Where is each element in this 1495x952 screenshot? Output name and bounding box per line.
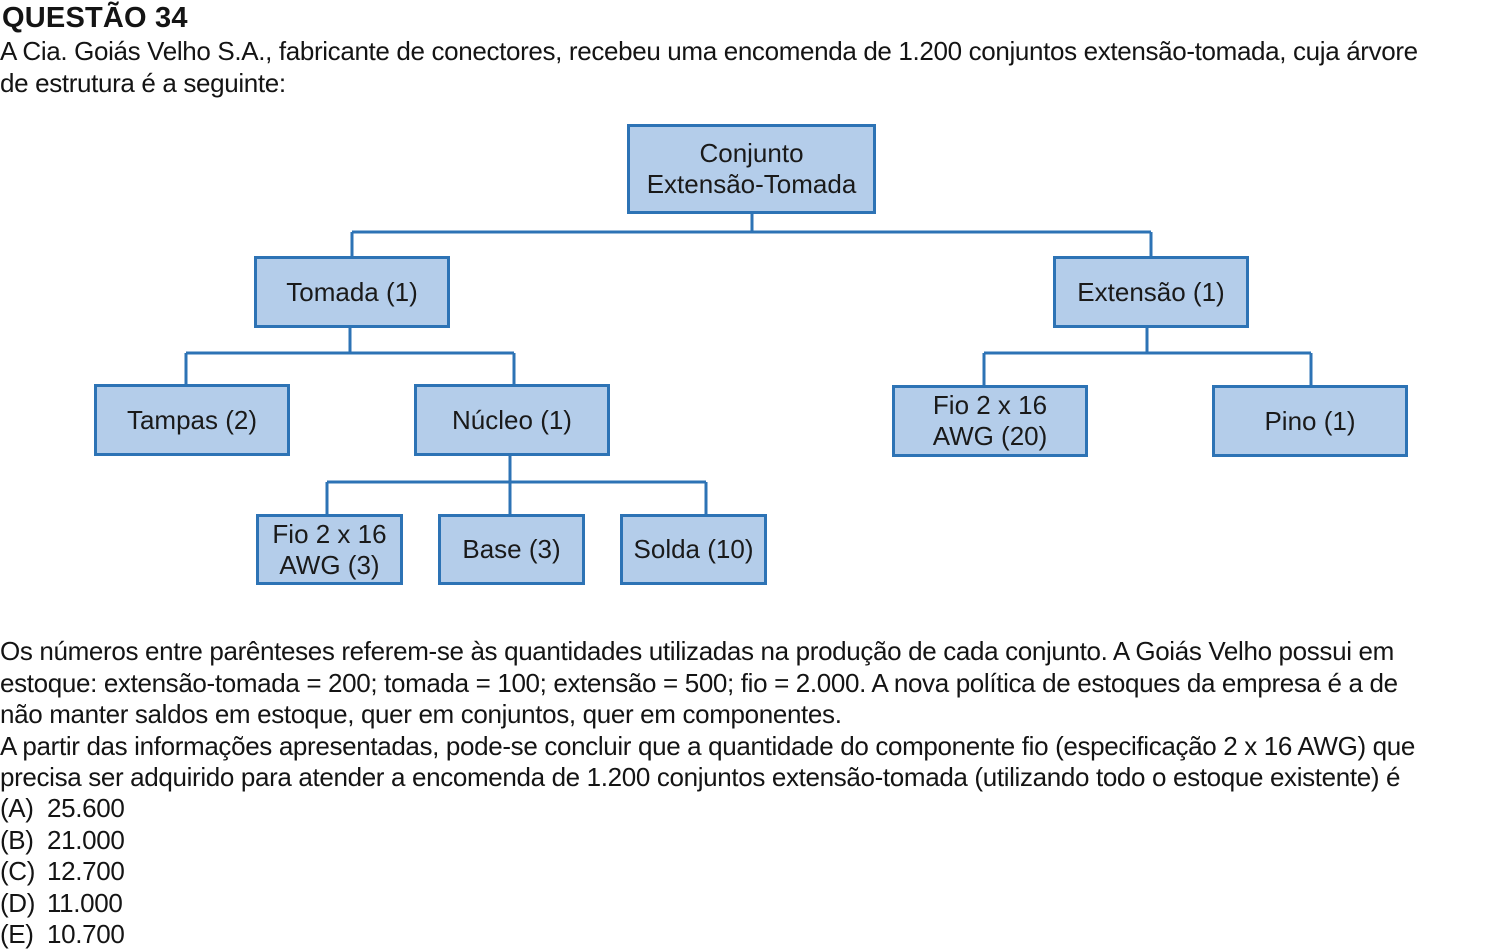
question-body: Os números entre parênteses referem-se à… [0, 636, 1495, 794]
option-value: 25.600 [47, 793, 125, 823]
intro-line: A Cia. Goiás Velho S.A., fabricante de c… [0, 36, 1418, 66]
option-value: 12.700 [47, 856, 125, 886]
node-label: Extensão (1) [1077, 276, 1225, 307]
node-label: Tampas (2) [126, 404, 258, 435]
node-extensao: Extensão (1) [1053, 256, 1249, 328]
node-label: AWG (3) [279, 549, 380, 580]
question-title: QUESTÃO 34 [2, 2, 188, 34]
option-letter: (E) [0, 919, 34, 949]
node-fio-nucleo: Fio 2 x 16 AWG (3) [256, 514, 403, 585]
body-line: estoque: extensão-tomada = 200; tomada =… [0, 667, 1398, 698]
body-line: não manter saldos em estoque, quer em co… [0, 699, 842, 729]
node-label: Solda (10) [633, 534, 754, 564]
option-letter: (C) [0, 856, 36, 886]
node-base: Base (3) [438, 514, 585, 585]
option-a[interactable]: (A) 25.600 [0, 793, 125, 825]
option-b[interactable]: (B) 21.000 [0, 824, 125, 857]
node-label: Tomada (1) [286, 276, 418, 307]
node-solda: Solda (10) [620, 514, 767, 585]
node-label: Fio 2 x 16 [932, 390, 1048, 420]
node-label: Núcleo (1) [452, 404, 572, 435]
node-label: AWG (20) [932, 421, 1048, 451]
node-label: Pino (1) [1264, 405, 1356, 436]
option-letter: (D) [0, 887, 36, 918]
question-intro: A Cia. Goiás Velho S.A., fabricante de c… [0, 36, 1495, 99]
option-letter: (A) [0, 793, 34, 823]
node-tomada: Tomada (1) [254, 256, 450, 328]
option-value: 21.000 [47, 824, 125, 855]
node-label: Conjunto [699, 138, 804, 168]
node-label: Base (3) [462, 534, 561, 564]
answer-options: (A) 25.600 (B) 21.000 (C) 12.700 (D) 11.… [0, 793, 125, 951]
body-line: precisa ser adquirido para atender a enc… [0, 762, 1401, 792]
node-tampas: Tampas (2) [94, 384, 290, 456]
option-value: 10.700 [47, 919, 125, 949]
option-d[interactable]: (D) 11.000 [0, 888, 124, 920]
option-letter: (B) [0, 824, 34, 855]
node-nucleo: Núcleo (1) [414, 384, 610, 456]
option-c[interactable]: (C) 12.700 [0, 856, 125, 888]
node-fio-extensao: Fio 2 x 16 AWG (20) [892, 385, 1088, 457]
node-label: Extensão-Tomada [646, 169, 857, 199]
intro-line: de estrutura é a seguinte: [0, 67, 286, 98]
node-label: Fio 2 x 16 [272, 518, 387, 549]
option-e[interactable]: (E) 10.700 [0, 919, 125, 951]
body-line: A partir das informações apresentadas, p… [0, 730, 1416, 761]
option-value: 11.000 [47, 887, 123, 918]
node-pino: Pino (1) [1212, 385, 1408, 457]
body-line: Os números entre parênteses referem-se à… [0, 636, 1394, 666]
node-conjunto-extensao-tomada: Conjunto Extensão-Tomada [627, 124, 876, 214]
